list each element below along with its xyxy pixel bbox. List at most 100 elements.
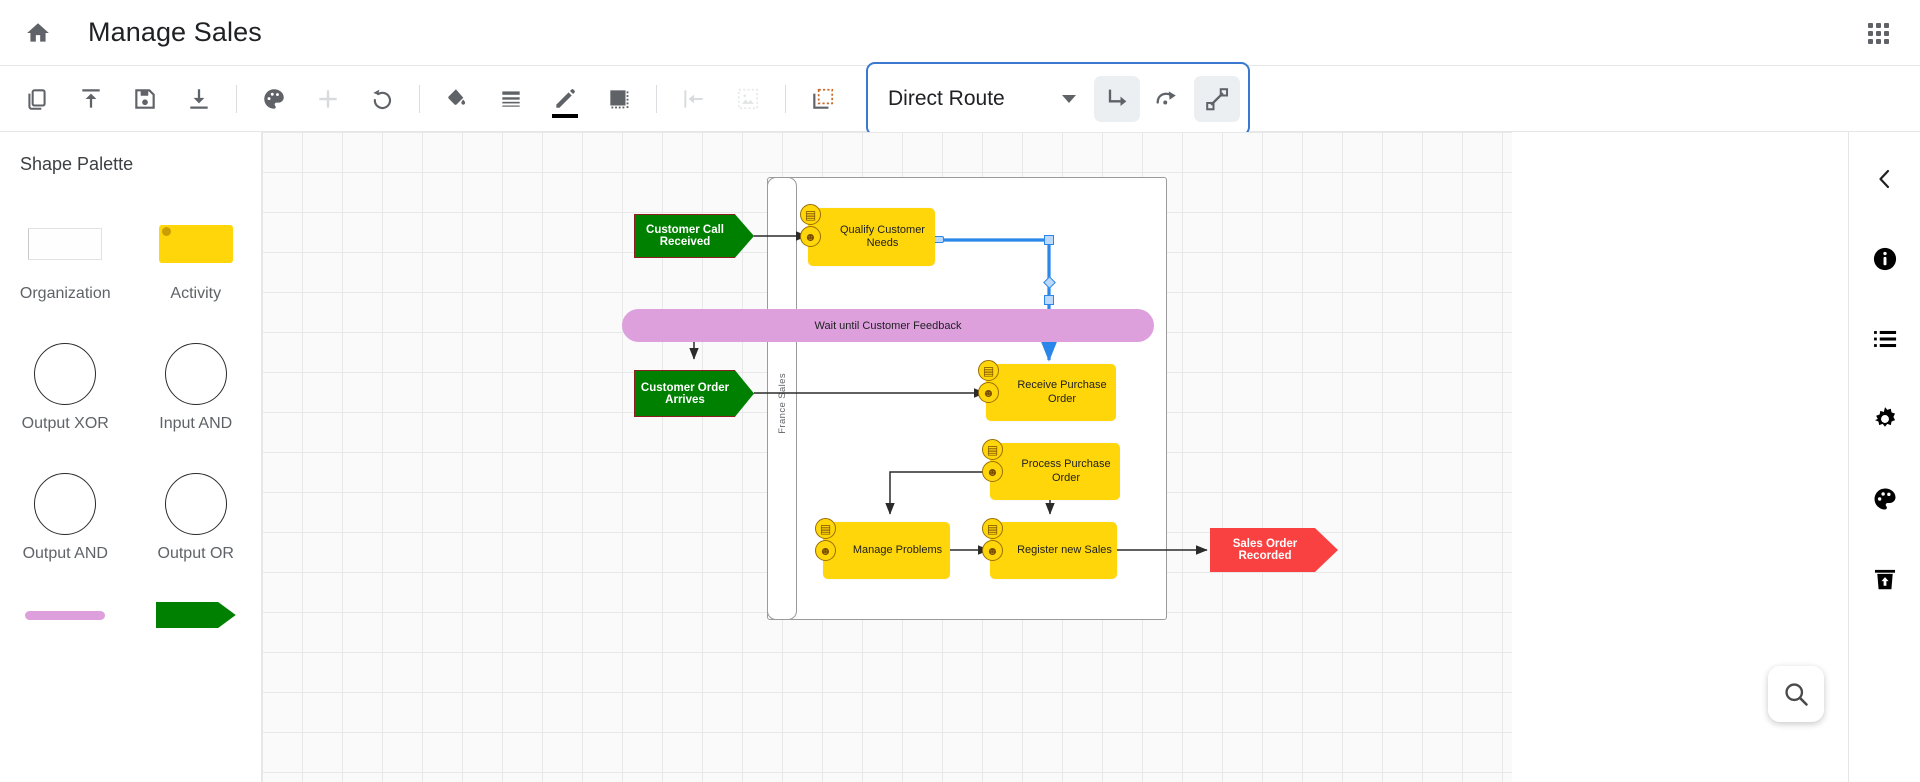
palette-item-input-and[interactable]: Input AND [131, 319, 262, 449]
node-label: Customer Order Arrives [640, 381, 730, 406]
align-left-button[interactable] [672, 77, 716, 121]
document-badge-icon: ▤ [982, 518, 1003, 539]
direct-line-icon [1206, 88, 1229, 111]
download-icon [190, 88, 208, 109]
orthogonal-route-button[interactable] [1094, 76, 1140, 122]
node-label: Qualify Customer Needs [840, 223, 925, 249]
palette-item-output-or[interactable]: Output OR [131, 449, 262, 579]
palette-item-label: Output XOR [21, 415, 109, 432]
info-button[interactable] [1862, 236, 1908, 282]
gear-icon [1874, 407, 1895, 427]
person-badge-icon: ☻ [815, 540, 836, 561]
theme-palette-button[interactable] [1862, 476, 1908, 522]
search-icon [1785, 683, 1808, 706]
route-type-select[interactable]: Direct Route [876, 72, 1090, 126]
palette-item-output-and[interactable]: Output AND [0, 449, 131, 579]
delete-button[interactable] [1862, 556, 1908, 602]
node-label: Receive Purchase Order [1017, 379, 1107, 405]
add-button[interactable] [306, 77, 350, 121]
palette-item-event-arrow[interactable] [131, 579, 262, 651]
node-receive-purchase-order[interactable]: ▤ ☻ Receive Purchase Order [978, 360, 1116, 421]
send-backward-button[interactable] [801, 77, 845, 121]
node-customer-call-received[interactable]: Customer Call Received [634, 214, 754, 258]
app-header: Manage Sales [0, 0, 1920, 66]
person-badge-icon: ☻ [800, 226, 821, 247]
organization-shape-icon [28, 205, 103, 283]
green-arrow-shape-icon [155, 579, 236, 651]
node-sales-order-recorded[interactable]: Sales Order Recorded [1210, 528, 1338, 572]
plus-icon [319, 89, 337, 108]
direct-route-button[interactable] [1194, 76, 1240, 122]
node-wait-customer-feedback[interactable]: Wait until Customer Feedback [622, 309, 1154, 342]
palette-item-label: Output OR [157, 545, 234, 562]
shape-palette-panel: Shape Palette Organization Activity Outp… [0, 132, 262, 782]
send-backward-icon [813, 88, 834, 109]
purple-bar-shape-icon [25, 579, 106, 651]
node-label: Customer Call Received [646, 224, 724, 248]
undo-icon [373, 89, 392, 109]
collapse-panel-button[interactable] [1862, 156, 1908, 202]
connector-bend-handle[interactable] [1044, 235, 1054, 245]
toolbar-divider [419, 84, 420, 113]
node-customer-order-arrives[interactable]: Customer Order Arrives [634, 370, 754, 417]
fill-color-button[interactable] [435, 77, 479, 121]
list-button[interactable] [1862, 316, 1908, 362]
curved-route-button[interactable] [1144, 76, 1190, 122]
settings-button[interactable] [1862, 396, 1908, 442]
align-left-icon [684, 89, 703, 108]
search-button[interactable] [1768, 666, 1824, 722]
shadow-button[interactable] [597, 77, 641, 121]
node-label: Wait until Customer Feedback [814, 319, 962, 332]
apps-grid-icon [1867, 22, 1889, 44]
node-label: Register new Sales [1017, 543, 1112, 556]
palette-item-label: Output AND [22, 545, 108, 562]
right-sidebar [1848, 132, 1920, 782]
list-icon [1873, 330, 1896, 348]
pen-button[interactable] [543, 77, 587, 121]
undo-button[interactable] [360, 77, 404, 121]
line-style-button[interactable] [489, 77, 533, 121]
document-badge-icon: ▤ [815, 518, 836, 539]
apps-grid-button[interactable] [1858, 13, 1898, 53]
copy-button[interactable] [15, 77, 59, 121]
save-button[interactable] [123, 77, 167, 121]
trash-icon [1874, 569, 1895, 590]
circle-shape-icon [34, 465, 97, 543]
palette-item-label: Activity [170, 285, 222, 302]
lane-header[interactable]: France Sales [767, 177, 797, 620]
node-label: Manage Problems [852, 543, 943, 556]
main-toolbar: Direct Route [0, 62, 1920, 136]
circle-shape-icon [164, 465, 227, 543]
save-floppy-icon [135, 88, 155, 109]
node-label: Sales Order Recorded [1232, 538, 1298, 562]
shape-palette-grid: Organization Activity Output XOR Input A… [0, 189, 261, 651]
node-label: Process Purchase Order [1021, 458, 1111, 484]
node-qualify-customer-needs[interactable]: ▤ ☻ Qualify Customer Needs [800, 204, 935, 266]
node-manage-problems[interactable]: ▤ ☻ Manage Problems [815, 518, 950, 579]
toolbar-divider [656, 84, 657, 113]
route-type-value: Direct Route [888, 87, 1005, 110]
connector-target-handle[interactable] [1044, 295, 1054, 305]
download-button[interactable] [177, 77, 221, 121]
insert-image-button[interactable] [726, 77, 770, 121]
palette-item-organization[interactable]: Organization [0, 189, 131, 319]
chevron-left-icon [1878, 169, 1889, 189]
palette-item-wait-bar[interactable] [0, 579, 131, 651]
circle-shape-icon [34, 335, 97, 413]
home-button[interactable] [18, 13, 58, 53]
diagram-canvas[interactable]: France Sales Customer Ca [262, 132, 1512, 782]
node-register-new-sales[interactable]: ▤ ☻ Register new Sales [982, 518, 1117, 579]
image-icon [737, 88, 759, 109]
shape-palette-title: Shape Palette [20, 154, 134, 174]
lane-label: France Sales [777, 373, 788, 434]
palette-item-activity[interactable]: Activity [131, 189, 262, 319]
document-badge-icon: ▤ [982, 439, 1003, 460]
pencil-icon [556, 88, 575, 108]
upload-button[interactable] [69, 77, 113, 121]
palette-item-output-xor[interactable]: Output XOR [0, 319, 131, 449]
node-process-purchase-order[interactable]: ▤ ☻ Process Purchase Order [982, 439, 1120, 500]
toolbar-divider [236, 84, 237, 113]
filled-square-icon [610, 89, 629, 108]
theme-button[interactable] [252, 77, 296, 121]
pen-color-indicator [552, 113, 578, 118]
